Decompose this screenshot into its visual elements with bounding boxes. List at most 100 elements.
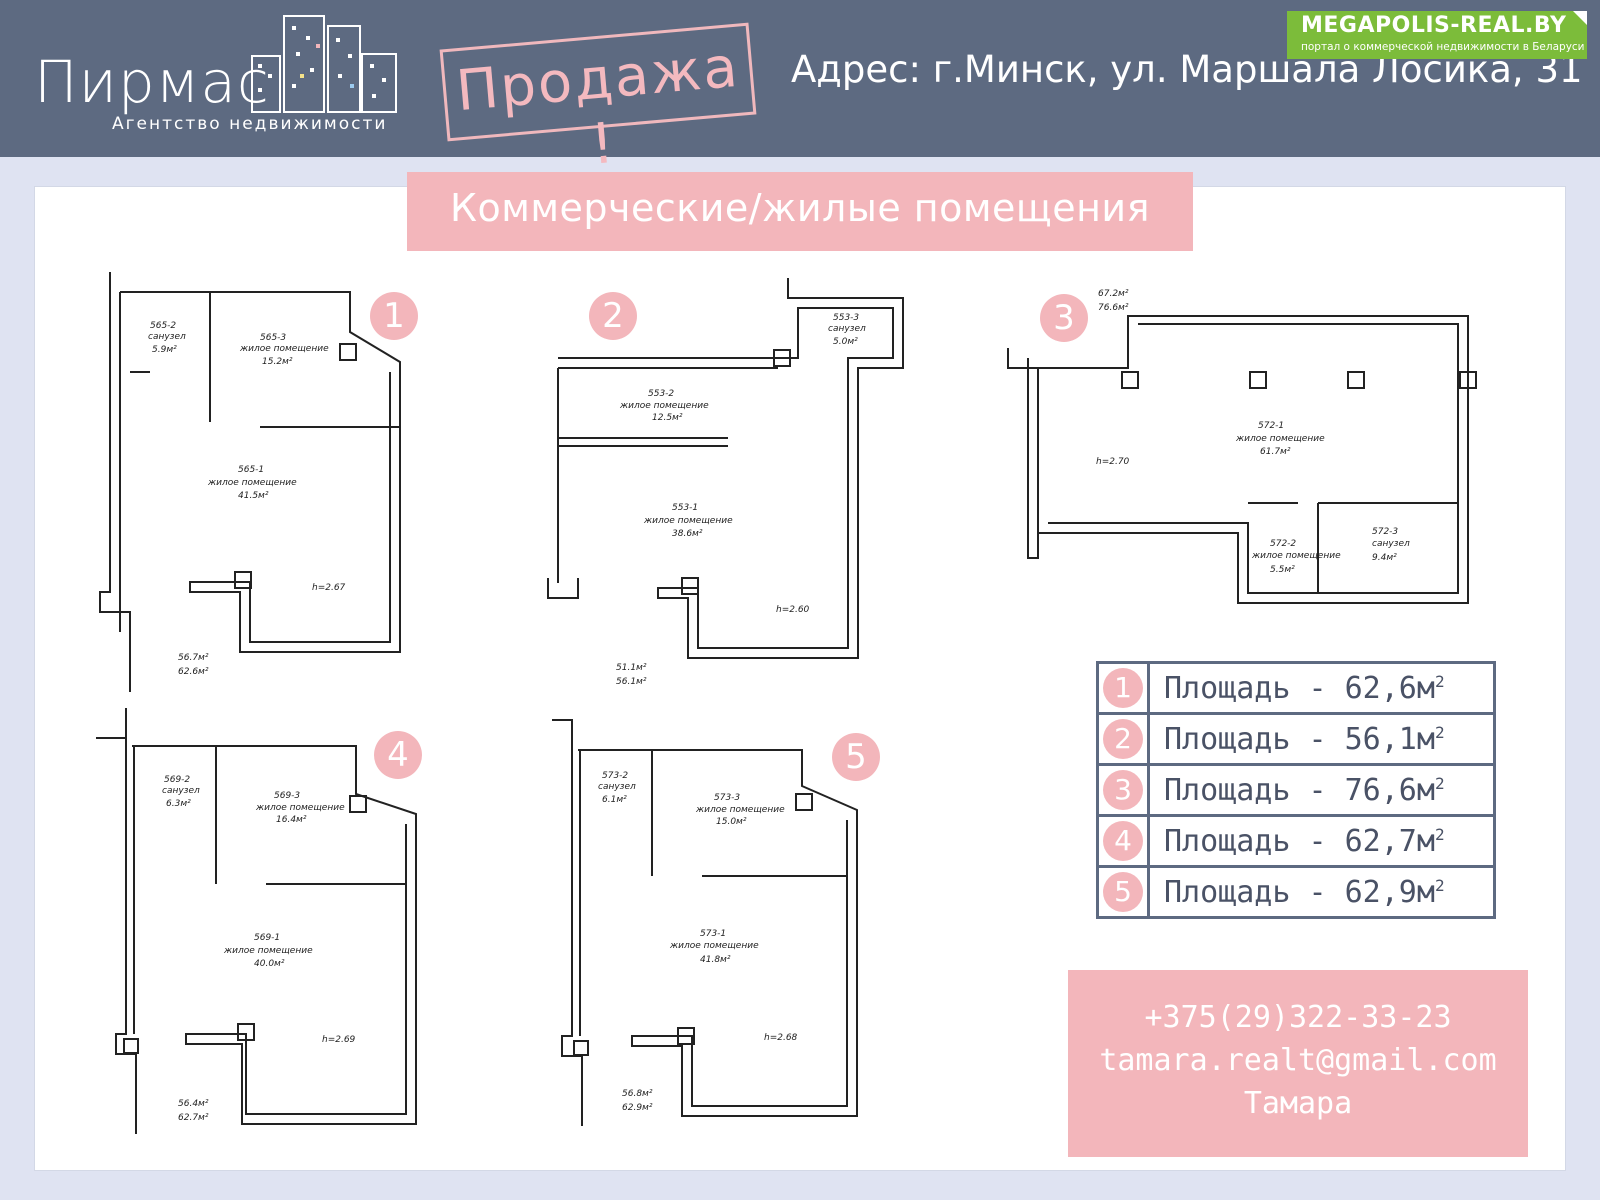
plan-5-room-1-id: 573-1 — [700, 929, 726, 939]
plan-3-room-2-id: 572-2 — [1270, 539, 1296, 549]
area-unit-superscript: 2 — [1434, 671, 1445, 691]
area-value: Площадь - 62,9м — [1164, 874, 1435, 910]
plan-1-room-2-id: 565-2 — [150, 321, 176, 331]
contact-box: +375(29)322-33-23 tamara.realt@gmail.com… — [1068, 970, 1528, 1157]
plan-2-room-2-id: 553-2 — [648, 389, 674, 399]
portal-name: MEGAPOLIS-REAL.BY — [1301, 13, 1567, 38]
plan-5-room-2-area: 6.1м² — [602, 795, 627, 805]
area-value: Площадь - 62,7м — [1164, 823, 1435, 859]
plan-3-room-1-area: 61.7м² — [1260, 447, 1291, 457]
plan-2-room-3-name: санузел — [828, 324, 866, 334]
area-unit-superscript: 2 — [1434, 773, 1445, 793]
plan-5-room-2-id: 573-2 — [602, 771, 628, 781]
plan-2-room-2-area: 12.5м² — [652, 413, 683, 423]
plan-5-room-2-name: санузел — [598, 782, 636, 792]
plan-2-room-3-id: 553-3 — [833, 313, 859, 323]
plan-5-room-1-name: жилое помещение — [669, 941, 759, 951]
plan-1-room-1-name: жилое помещение — [207, 478, 297, 488]
plan-2-total-2: 56.1м² — [616, 677, 647, 687]
plan-2-height: h=2.60 — [776, 605, 810, 615]
section-banner: Коммерческие/жилые помещения — [407, 172, 1193, 251]
section-title: Коммерческие/жилые помещения — [449, 186, 1150, 230]
plan-5-number-badge: 5 — [832, 733, 880, 781]
area-unit-superscript: 2 — [1434, 824, 1445, 844]
contact-email[interactable]: tamara.realt@gmail.com — [1099, 1043, 1497, 1078]
plan-5-room-3-id: 573-3 — [714, 793, 740, 803]
plan-4-room-2-id: 569-2 — [164, 775, 190, 785]
badge-corner-icon — [1573, 11, 1587, 25]
plan-3-total-1: 67.2м² — [1098, 289, 1129, 299]
floor-plan-4-drawing: 569-2 санузел 6.3м² 569-3 жилое помещени… — [96, 708, 417, 1134]
plan-3-room-1-id: 572-1 — [1258, 421, 1284, 431]
floor-plan-1-drawing: 565-2 санузел 5.9м² 565-3 жилое помещени… — [99, 272, 401, 692]
plan-3-total-2: 76.6м² — [1098, 303, 1129, 313]
plan-1-room-2-name: санузел — [148, 332, 186, 342]
plan-2-total-1: 51.1м² — [616, 663, 647, 673]
plan-5-height: h=2.68 — [764, 1033, 798, 1043]
plan-4-total-2: 62.7м² — [178, 1113, 209, 1123]
plan-2-room-1-area: 38.6м² — [672, 529, 703, 539]
plan-3-room-3-id: 572-3 — [1372, 527, 1398, 537]
sale-label: Продажа ! — [453, 34, 742, 178]
plan-1-height: h=2.67 — [312, 583, 346, 593]
portal-badge[interactable]: MEGAPOLIS-REAL.BY портал о коммерческой … — [1287, 11, 1587, 59]
table-row: 1 Площадь - 62,6м2 — [1096, 661, 1496, 715]
row-number-badge: 4 — [1103, 821, 1143, 861]
plan-2-room-3-area: 5.0м² — [833, 337, 858, 347]
header-bar: Пирмас Агентство недвижимости Продажа ! … — [0, 0, 1600, 178]
plan-1-total-2: 62.6м² — [178, 667, 209, 677]
plan-4-room-3-area: 16.4м² — [276, 815, 307, 825]
row-number-badge: 1 — [1103, 668, 1143, 708]
row-number-badge: 5 — [1103, 872, 1143, 912]
plan-4-room-2-area: 6.3м² — [166, 799, 191, 809]
plan-1-room-1-area: 41.5м² — [238, 491, 269, 501]
plan-3-room-1-name: жилое помещение — [1235, 434, 1325, 444]
plan-4-room-1-area: 40.0м² — [254, 959, 285, 969]
plan-5-room-3-area: 15.0м² — [716, 817, 747, 827]
brand-tagline: Агентство недвижимости — [112, 114, 388, 134]
row-number-badge: 3 — [1103, 770, 1143, 810]
floor-plan-2: 553-3 санузел 5.0м² 553-2 жилое помещени… — [547, 278, 904, 692]
plan-5-room-1-area: 41.8м² — [700, 955, 731, 965]
plan-3-height: h=2.70 — [1096, 457, 1130, 467]
plan-4-room-3-id: 569-3 — [274, 791, 300, 801]
plan-1-room-3-id: 565-3 — [260, 333, 286, 343]
plan-3-room-2-name: жилое помещение — [1251, 551, 1341, 561]
plan-3-number-badge: 3 — [1040, 294, 1088, 342]
plan-4-room-1-id: 569-1 — [254, 933, 280, 943]
sale-stamp: Продажа ! — [439, 22, 757, 178]
plan-2-room-2-name: жилое помещение — [619, 401, 709, 411]
brand-name: Пирмас — [34, 48, 270, 116]
table-row: 5 Площадь - 62,9м2 — [1096, 865, 1496, 919]
area-value: Площадь - 56,1м — [1164, 721, 1435, 757]
contact-name: Тамара — [1243, 1086, 1353, 1121]
table-row: 3 Площадь - 76,6м2 — [1096, 763, 1496, 817]
floor-plan-2-drawing: 553-3 санузел 5.0м² 553-2 жилое помещени… — [547, 278, 904, 687]
contact-phone[interactable]: +375(29)322-33-23 — [1144, 1000, 1452, 1035]
floor-plan-4: 569-2 санузел 6.3м² 569-3 жилое помещени… — [96, 704, 436, 1138]
floor-plan-5: 573-2 санузел 6.1м² 573-3 жилое помещени… — [552, 716, 882, 1130]
plan-4-total-1: 56.4м² — [178, 1099, 209, 1109]
plan-4-number-badge: 4 — [374, 731, 422, 779]
plan-3-room-3-name: санузел — [1372, 539, 1410, 549]
plan-1-room-1-id: 565-1 — [238, 465, 264, 475]
plan-4-room-1-name: жилое помещение — [223, 946, 313, 956]
plan-1-number-badge: 1 — [370, 292, 418, 340]
area-unit-superscript: 2 — [1434, 722, 1445, 742]
plan-1-room-2-area: 5.9м² — [152, 345, 177, 355]
plan-5-total-2: 62.9м² — [622, 1103, 653, 1113]
area-unit-superscript: 2 — [1434, 875, 1445, 895]
plan-2-room-1-id: 553-1 — [672, 503, 698, 513]
plan-5-room-3-name: жилое помещение — [695, 805, 785, 815]
plan-5-total-1: 56.8м² — [622, 1089, 653, 1099]
floor-plan-5-drawing: 573-2 санузел 6.1м² 573-3 жилое помещени… — [552, 719, 858, 1126]
plan-1-total-1: 56.7м² — [178, 653, 209, 663]
table-row: 4 Площадь - 62,7м2 — [1096, 814, 1496, 868]
plan-4-room-2-name: санузел — [162, 786, 200, 796]
area-value: Площадь - 62,6м — [1164, 670, 1435, 706]
floor-plan-1: 565-2 санузел 5.9м² 565-3 жилое помещени… — [90, 272, 430, 696]
plan-2-room-1-name: жилое помещение — [643, 516, 733, 526]
plan-1-room-3-area: 15.2м² — [262, 357, 293, 367]
floor-plan-3-drawing: 572-1 жилое помещение 61.7м² h=2.70 572-… — [1007, 289, 1477, 604]
plan-3-room-2-area: 5.5м² — [1270, 565, 1295, 575]
